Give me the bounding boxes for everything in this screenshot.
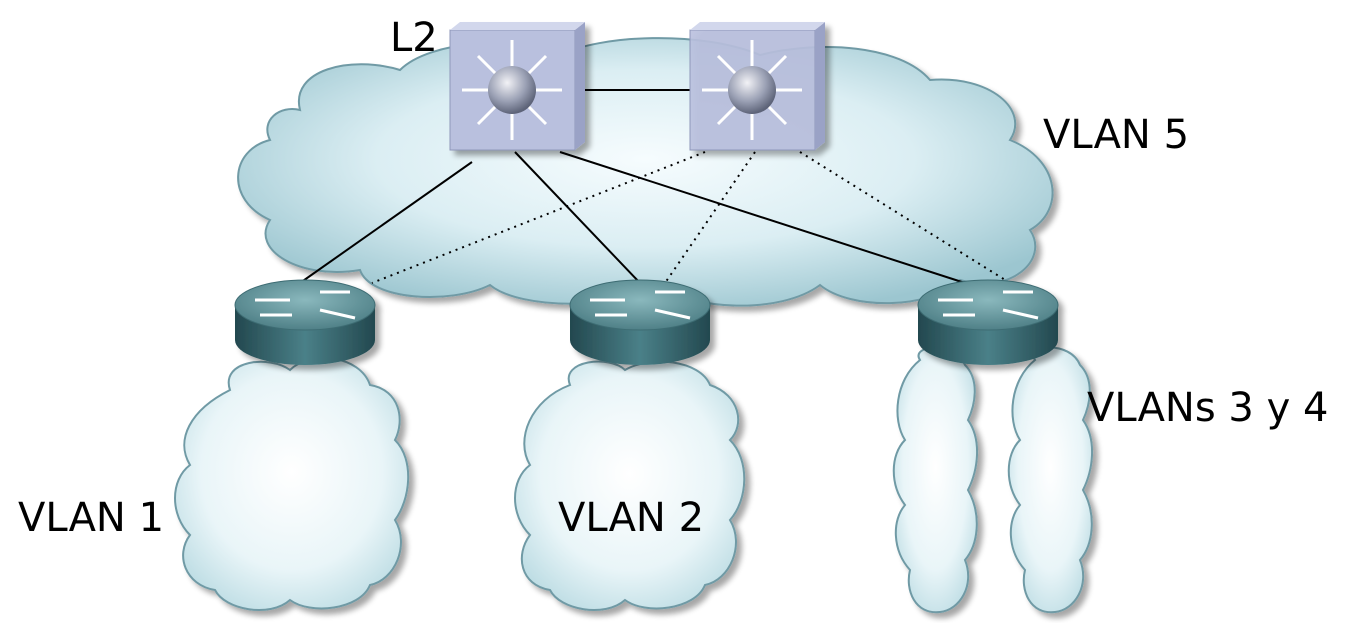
l2-label: L2	[390, 15, 438, 61]
vlan1-label: VLAN 1	[18, 495, 165, 541]
vlan2-label: VLAN 2	[558, 495, 705, 541]
vlan5-label: VLAN 5	[1043, 112, 1190, 158]
switch-icon	[449, 22, 585, 151]
vlan4-cloud	[1007, 346, 1094, 614]
solid-links	[299, 89, 966, 284]
router-icon	[917, 279, 1059, 365]
switch-icon	[689, 22, 825, 151]
vlan3-cloud	[892, 346, 979, 614]
vlan1-cloud	[174, 357, 410, 612]
vlan5-cloud	[237, 37, 1054, 307]
vlan2-cloud	[514, 360, 746, 612]
router-icon	[569, 279, 711, 365]
router-icon	[234, 279, 376, 365]
vlans34-label: VLANs 3 y 4	[1087, 385, 1329, 431]
